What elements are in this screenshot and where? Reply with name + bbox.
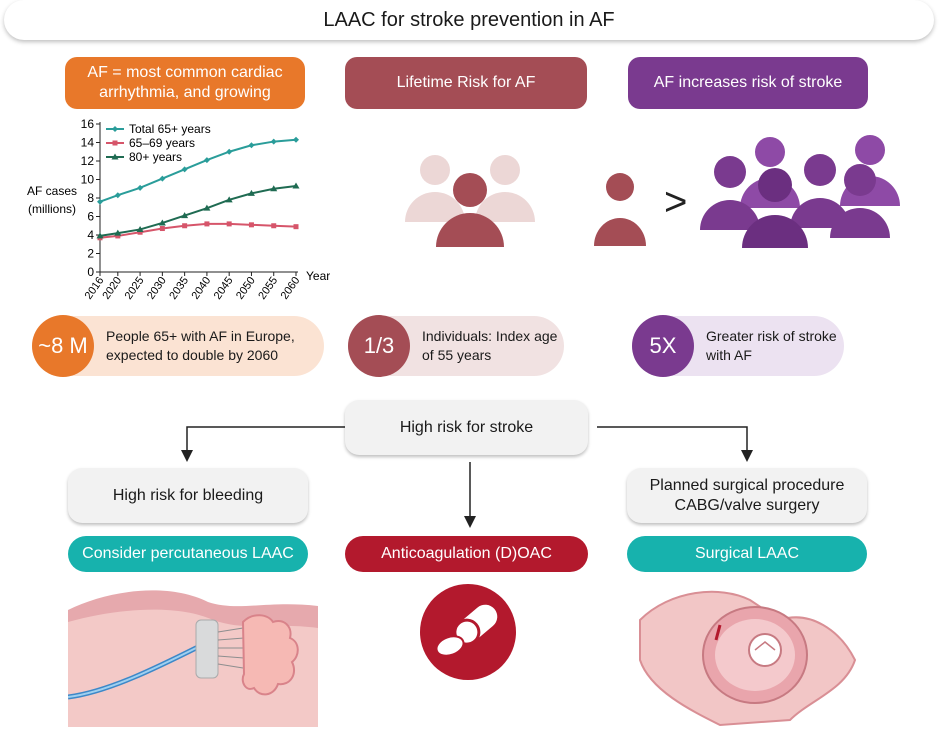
data-point: [97, 198, 103, 205]
stat-stroke-risk: 5X Greater risk of stroke with AF: [632, 315, 844, 377]
surgical-heart-illustration: [639, 590, 857, 727]
high-risk-stroke-box: High risk for stroke: [345, 400, 588, 455]
data-point: [271, 223, 277, 229]
percutaneous-laac-tag: Consider percutaneous LAAC: [68, 536, 308, 572]
medication-pill-icon: [420, 584, 516, 680]
legend-label: Total 65+ years: [129, 122, 211, 136]
data-point: [114, 192, 121, 199]
single-person-icon: [594, 173, 646, 246]
many-people-icon: [700, 135, 900, 248]
data-point: [248, 142, 255, 149]
legend-marker: [112, 140, 118, 146]
data-point: [204, 221, 210, 227]
series-line: [99, 222, 297, 239]
y-tick-label: 0: [87, 265, 94, 279]
data-point: [226, 221, 232, 227]
y-tick-label: 14: [81, 136, 95, 150]
series-line: [99, 138, 297, 203]
header-af-common: AF = most common cardiac arrhythmia, and…: [65, 57, 305, 109]
stat-value-badge: 1/3: [348, 315, 410, 377]
x-axis-label: Years: [306, 269, 330, 283]
people-group-icon: [405, 155, 535, 247]
data-point: [292, 182, 300, 189]
stat-value-badge: 5X: [632, 315, 694, 377]
data-point: [96, 232, 104, 239]
data-point: [270, 185, 278, 192]
y-tick-label: 16: [81, 117, 95, 131]
stat-af-europe: ~8 M People 65+ with AF in Europe, expec…: [32, 315, 324, 377]
y-tick-label: 6: [87, 210, 94, 224]
legend-label: 65–69 years: [129, 136, 195, 150]
stat-lifetime-risk: 1/3 Individuals: Index age of 55 years: [348, 315, 564, 377]
data-point: [247, 189, 255, 196]
header-lifetime-risk: Lifetime Risk for AF: [345, 57, 587, 109]
y-tick-label: 12: [81, 154, 95, 168]
stat-description: Greater risk of stroke with AF: [706, 328, 837, 363]
data-point: [182, 223, 188, 229]
stat-description: People 65+ with AF in Europe, expected t…: [106, 328, 295, 363]
legend-label: 80+ years: [129, 150, 182, 164]
y-tick-label: 10: [81, 173, 95, 187]
data-point: [226, 148, 233, 155]
data-point: [203, 204, 211, 211]
legend-marker: [112, 126, 118, 132]
y-tick-label: 2: [87, 247, 94, 261]
page-title: LAAC for stroke prevention in AF: [4, 0, 934, 40]
stat-description: Individuals: Index age of 55 years: [422, 328, 558, 363]
laac-device-illustration: [68, 590, 318, 727]
legend-marker: [111, 153, 119, 160]
y-tick-label: 8: [87, 191, 94, 205]
af-cases-line-chart: 0246810121416201620202025203020352040204…: [27, 117, 330, 302]
data-point: [181, 166, 188, 173]
greater-than-symbol: >: [664, 180, 688, 224]
data-point: [136, 225, 144, 232]
y-axis-label: AF cases: [27, 184, 77, 198]
data-point: [159, 175, 166, 182]
data-point: [248, 222, 254, 228]
data-point: [203, 157, 210, 164]
data-point: [225, 196, 233, 203]
data-point: [159, 226, 165, 232]
y-tick-label: 4: [87, 228, 94, 242]
data-point: [293, 224, 299, 230]
data-point: [270, 138, 277, 145]
surgical-procedure-box: Planned surgical procedure CABG/valve su…: [627, 468, 867, 523]
high-risk-bleeding-box: High risk for bleeding: [68, 468, 308, 523]
data-point: [115, 233, 121, 239]
series-line: [99, 184, 297, 237]
data-point: [158, 219, 166, 226]
surgical-laac-tag: Surgical LAAC: [627, 536, 867, 572]
data-point: [137, 229, 143, 235]
anticoagulation-tag: Anticoagulation (D)OAC: [345, 536, 588, 572]
data-point: [181, 212, 189, 219]
data-point: [293, 136, 299, 143]
stat-value-badge: ~8 M: [32, 315, 94, 377]
y-axis-label-unit: (millions): [28, 202, 76, 216]
header-stroke-risk: AF increases risk of stroke: [628, 57, 868, 109]
data-point: [137, 184, 144, 191]
data-point: [114, 229, 122, 236]
